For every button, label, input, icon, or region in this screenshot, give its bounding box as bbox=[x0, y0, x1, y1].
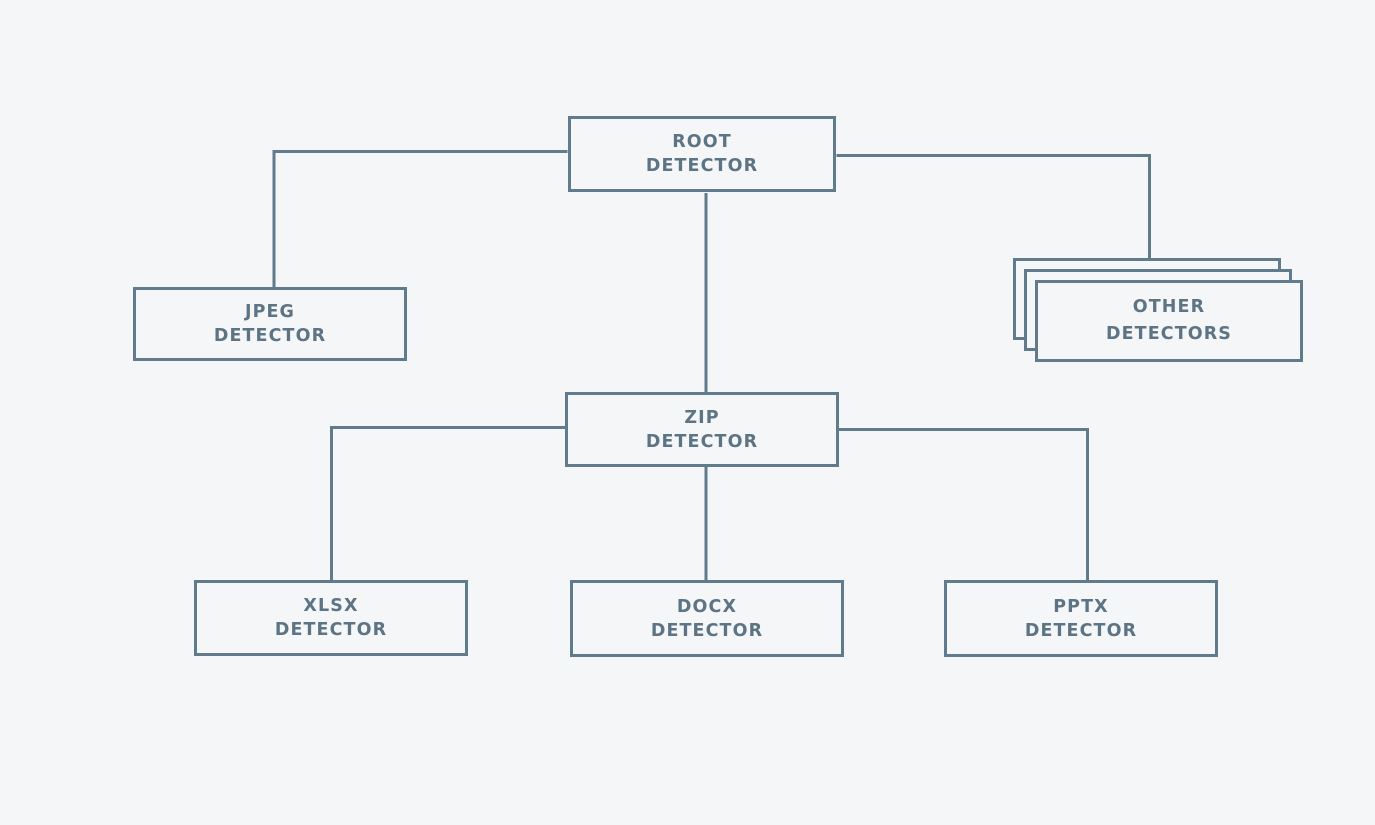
node-xlsx-detector-label-line2: DETECTOR bbox=[274, 620, 388, 640]
node-xlsx-detector[interactable]: XLSX DETECTOR bbox=[194, 580, 468, 656]
edge-zip-to-xlsx bbox=[330, 426, 566, 580]
edge-root-to-other bbox=[836, 154, 1151, 260]
node-other-detectors-label-line1: OTHER bbox=[1132, 297, 1206, 317]
node-docx-detector-label-line1: DOCX bbox=[676, 596, 738, 617]
node-root-detector[interactable]: ROOT DETECTOR bbox=[568, 116, 836, 192]
node-pptx-detector-label-line2: DETECTOR bbox=[1024, 620, 1138, 641]
node-xlsx-detector-label-line1: XLSX bbox=[303, 596, 359, 616]
node-docx-detector-label-line2: DETECTOR bbox=[650, 620, 764, 641]
node-jpeg-detector-label-line1: JPEG bbox=[244, 302, 296, 322]
node-docx-detector[interactable]: DOCX DETECTOR bbox=[570, 580, 844, 657]
node-pptx-detector-label-line1: PPTX bbox=[1053, 596, 1109, 617]
edge-zip-to-pptx bbox=[838, 428, 1089, 580]
node-zip-detector-label-line2: DETECTOR bbox=[645, 431, 759, 452]
node-jpeg-detector[interactable]: JPEG DETECTOR bbox=[133, 287, 407, 361]
node-root-detector-label-line2: DETECTOR bbox=[645, 156, 759, 176]
node-other-detectors[interactable]: OTHER DETECTORS bbox=[1035, 280, 1303, 362]
node-pptx-detector[interactable]: PPTX DETECTOR bbox=[944, 580, 1218, 657]
node-jpeg-detector-label-line2: DETECTOR bbox=[213, 326, 327, 346]
node-zip-detector[interactable]: ZIP DETECTOR bbox=[565, 392, 839, 467]
node-zip-detector-label-line1: ZIP bbox=[684, 407, 720, 428]
node-other-detectors-stack[interactable]: OTHER DETECTORS bbox=[1013, 258, 1303, 362]
edge-root-to-jpeg bbox=[272, 150, 568, 288]
node-root-detector-label-line1: ROOT bbox=[672, 132, 732, 152]
node-other-detectors-label-line2: DETECTORS bbox=[1105, 324, 1232, 344]
